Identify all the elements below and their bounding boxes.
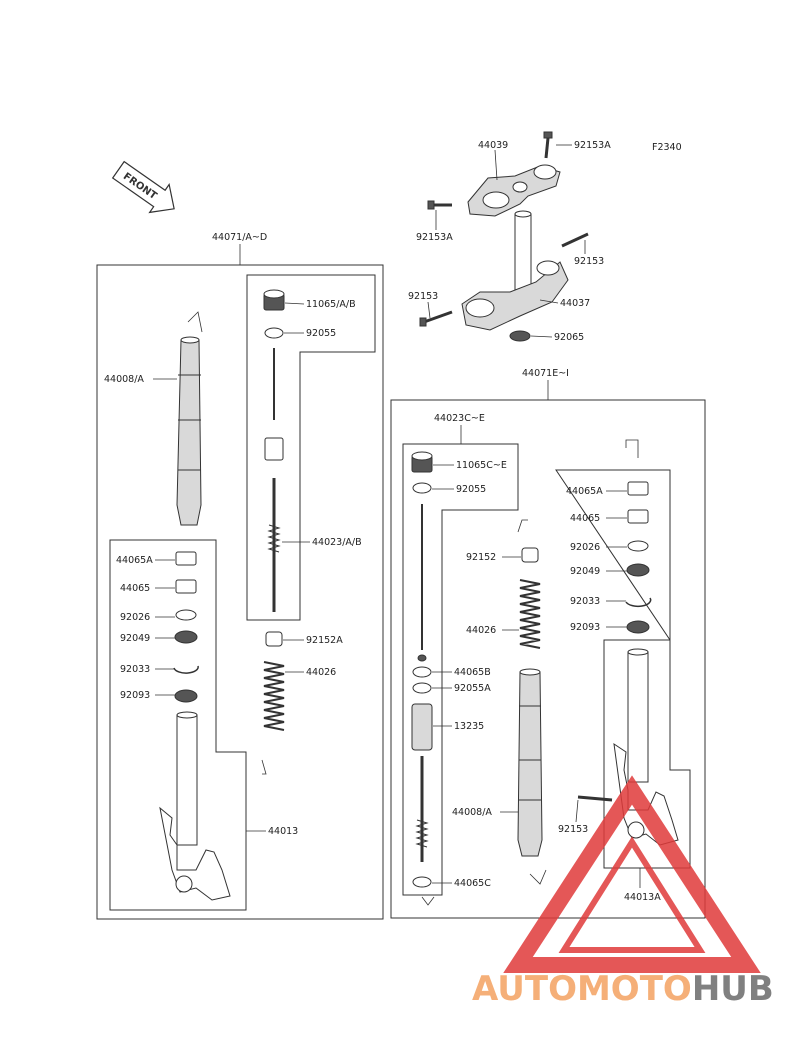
right-nut-92152 xyxy=(521,547,539,563)
label-44008A-left: 44008/A xyxy=(104,374,144,385)
label-44065B: 44065B xyxy=(454,667,491,678)
left-oring-92055 xyxy=(264,327,284,339)
label-92093-right: 92093 xyxy=(570,622,600,633)
right-bushes xyxy=(625,481,652,634)
label-92153-right: 92153 xyxy=(574,256,604,267)
label-92055A: 92055A xyxy=(454,683,491,694)
left-outer-tube xyxy=(176,311,203,526)
right-outer-tube xyxy=(517,668,547,885)
label-92026-right: 92026 xyxy=(570,542,600,553)
right-small-part xyxy=(417,654,427,662)
left-fork-cap xyxy=(263,289,285,311)
label-92026-left: 92026 xyxy=(120,612,150,623)
label-92049-left: 92049 xyxy=(120,633,150,644)
label-92153-caliper: 92153 xyxy=(558,824,588,835)
bolt-92153-upper xyxy=(561,232,589,248)
label-44037: 44037 xyxy=(560,298,590,309)
label-92065: 92065 xyxy=(554,332,584,343)
right-oring-92055 xyxy=(412,482,432,494)
seal-92065 xyxy=(509,330,531,342)
label-92033-left: 92033 xyxy=(120,664,150,675)
lower-triple-clamp xyxy=(461,260,569,331)
label-44026-left: 44026 xyxy=(306,667,336,678)
left-cartridge-box xyxy=(246,274,376,621)
label-44008A-right: 44008/A xyxy=(452,807,492,818)
label-92153A-top: 92153A xyxy=(574,140,611,151)
right-collar-44065B xyxy=(412,666,432,678)
right-spring-44026 xyxy=(519,579,541,649)
label-92049-right: 92049 xyxy=(570,566,600,577)
label-44026-right: 44026 xyxy=(466,625,496,636)
left-lower-box xyxy=(109,539,247,911)
label-44065A-left: 44065A xyxy=(116,555,153,566)
watermark-part1: AUTOMOTO xyxy=(472,969,692,1009)
label-92093-left: 92093 xyxy=(120,690,150,701)
right-oring-92055A xyxy=(412,682,432,694)
right-cartridge-box xyxy=(402,443,519,896)
left-damper-rod xyxy=(264,348,284,612)
label-44065-right: 44065 xyxy=(570,513,600,524)
label-44065A-right: 44065A xyxy=(566,486,603,497)
label-92055-left: 92055 xyxy=(306,328,336,339)
left-inner-tube-axle xyxy=(159,711,231,901)
label-right-assembly: 44071E~I xyxy=(522,368,569,379)
label-92153-left: 92153 xyxy=(408,291,438,302)
right-nut-lead xyxy=(517,519,528,533)
label-11065AB: 11065/A/B xyxy=(306,299,356,310)
label-44013A: 44013A xyxy=(624,892,661,903)
right-fork-cap xyxy=(411,451,433,473)
label-92152A: 92152A xyxy=(306,635,343,646)
label-44023AB: 44023/A/B xyxy=(312,537,362,548)
label-44065-left: 44065 xyxy=(120,583,150,594)
figure-code: F2340 xyxy=(652,142,682,153)
left-assembly-box xyxy=(96,264,384,920)
right-lower-lead xyxy=(625,439,639,458)
watermark-part2: HUB xyxy=(692,969,774,1009)
left-bushes xyxy=(173,551,199,703)
right-cylinder-13235 xyxy=(411,703,433,751)
left-nut-92152A xyxy=(265,631,283,647)
bolt-92153A-left xyxy=(427,200,452,210)
left-spring-44026 xyxy=(261,661,285,775)
watermark-logo: AUTOMOTOHUB xyxy=(472,775,774,1009)
label-92055-right: 92055 xyxy=(456,484,486,495)
label-44039: 44039 xyxy=(478,140,508,151)
label-13235: 13235 xyxy=(454,721,484,732)
right-inner-tube-axle xyxy=(577,648,679,846)
label-92033-right: 92033 xyxy=(570,596,600,607)
front-arrow-icon: FRONT xyxy=(111,160,175,214)
bolt-92153A-top xyxy=(543,131,553,159)
bolt-92153-lower xyxy=(419,310,453,327)
label-92153A-left: 92153A xyxy=(416,232,453,243)
upper-triple-clamp xyxy=(467,164,561,217)
svg-text:AUTOMOTOHUB: AUTOMOTOHUB xyxy=(472,969,774,1009)
label-11065CE: 11065C~E xyxy=(456,460,507,471)
right-collar-44065C xyxy=(412,876,432,888)
label-left-assembly: 44071/A~D xyxy=(212,232,267,243)
label-44065C: 44065C xyxy=(454,878,491,889)
right-damper-rod xyxy=(415,756,429,862)
label-right-cartridge: 44023C~E xyxy=(434,413,485,424)
steering-stem xyxy=(514,210,532,305)
label-92152: 92152 xyxy=(466,552,496,563)
label-44013: 44013 xyxy=(268,826,298,837)
